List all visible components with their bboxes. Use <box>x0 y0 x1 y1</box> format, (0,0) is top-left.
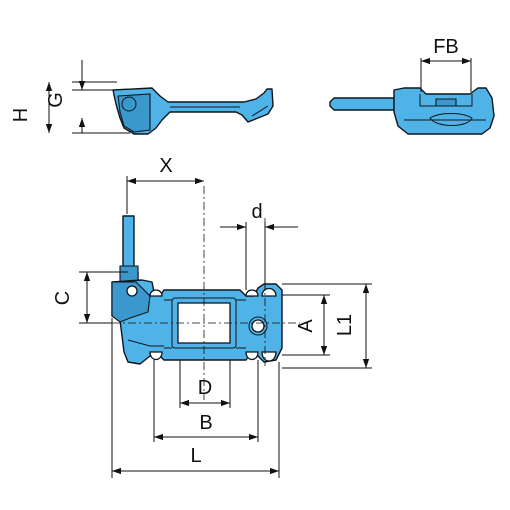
front-view-notch <box>435 98 457 107</box>
notch-bottom-right <box>261 351 277 362</box>
side-view-body <box>112 87 274 135</box>
d-cap-label: D <box>198 377 212 399</box>
side-view-hook-edge <box>251 105 269 117</box>
lever-edge <box>127 339 164 347</box>
notch-top-mid <box>245 289 259 297</box>
l-label: L <box>190 445 201 467</box>
notch-top-left <box>149 289 163 297</box>
front-view: FB <box>329 36 495 135</box>
front-view-pin <box>329 97 395 111</box>
top-view-pin-collar <box>119 265 139 283</box>
notch-bottom-mid <box>245 351 259 361</box>
front-view-cam <box>429 113 473 126</box>
front-view-body <box>393 87 495 135</box>
g-label: G <box>45 92 67 108</box>
side-view-pin-circle <box>121 96 137 112</box>
b-label: B <box>199 412 212 434</box>
top-view: X d C A L1 D B L <box>52 155 372 478</box>
front-view-groove <box>419 94 473 107</box>
side-view: H G <box>10 60 274 135</box>
h-label: H <box>10 108 32 122</box>
a-label: A <box>295 319 317 333</box>
side-hole-ring <box>248 316 268 336</box>
side-view-rim <box>117 93 151 133</box>
x-label: X <box>159 155 172 177</box>
c-label: C <box>52 291 74 305</box>
l1-label: L1 <box>334 314 356 336</box>
body-edges <box>164 299 246 349</box>
fb-label: FB <box>433 36 459 58</box>
lever-pin-hole <box>126 285 138 297</box>
side-hole <box>251 319 265 333</box>
d-label: d <box>251 201 262 223</box>
notch-top-right <box>261 287 277 297</box>
top-view-lever <box>111 281 151 323</box>
notch-bottom-left <box>149 351 163 361</box>
